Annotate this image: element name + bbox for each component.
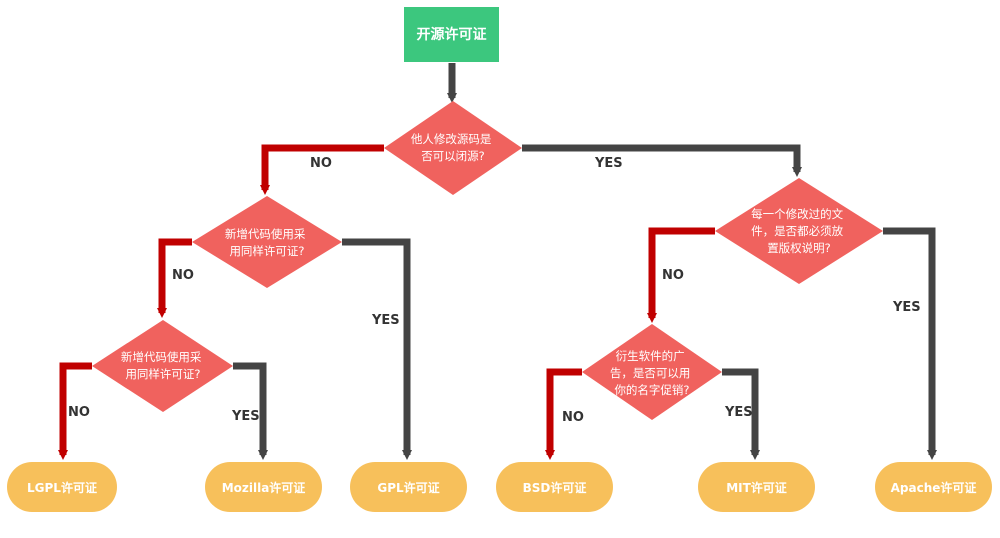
edge-d2-yes [342,238,412,460]
decision-d5-diamond [582,324,722,420]
terminal-bsd-label: BSD许可证 [523,480,587,495]
terminal-mit-pill [698,462,815,512]
decision-d4: 每一个修改过的文 件，是否都必须放 置版权说明? [715,178,883,284]
decision-d1: 他人修改源码是 否可以闭源? [384,101,522,195]
edge-label-d4-yes: YES [892,300,921,315]
edge-label-d2-no: NO [172,268,194,283]
decision-d5-line-2: 告，是否可以用 [610,366,691,380]
terminal-mit: MIT许可证 [698,462,815,512]
decision-d2-text: 新增代码使用采 用同样许可证? [225,227,309,258]
terminal-apache-pill [875,462,992,512]
edge-label-d3-yes: YES [231,409,260,424]
start-node: 开源许可证 [404,7,499,62]
terminal-mozilla: Mozilla许可证 [205,462,322,512]
edge-label-d4-no: NO [662,268,684,283]
edge-d1-yes [522,144,802,177]
decision-d4-text: 每一个修改过的文 件，是否都必须放 置版权说明? [751,207,847,255]
decision-d2-line-2: 用同样许可证? [229,244,304,258]
decision-d1-line-2: 否可以闭源? [421,149,485,163]
edge-label-d1-yes: YES [594,156,623,171]
terminal-apache-label: Apache许可证 [891,480,977,495]
edge-d5-no [545,368,582,460]
decision-d2-line-1: 新增代码使用采 [225,227,306,241]
terminal-mozilla-label: Mozilla许可证 [222,480,306,495]
edge-label-d5-yes: YES [724,405,753,420]
terminal-mit-label: MIT许可证 [726,480,787,495]
terminal-apache: Apache许可证 [875,462,992,512]
decision-d3: 新增代码使用采 用同样许可证? [92,320,233,412]
start-node-box [404,7,499,62]
edge-d4-yes [883,227,937,460]
edge-label-d3-no: NO [68,405,90,420]
edge-labels: NO YES NO YES NO YES NO YES NO YES [68,156,921,425]
decision-d4-line-1: 每一个修改过的文 [751,207,843,221]
decision-d5-text: 衍生软件的广 告，是否可以用 你的名字促销? [610,349,694,397]
decision-d2: 新增代码使用采 用同样许可证? [192,196,342,288]
terminal-gpl-pill [350,462,467,512]
decision-d5-line-1: 衍生软件的广 [616,349,685,363]
edge-d1-no [260,144,384,195]
decision-d1-line-1: 他人修改源码是 [411,132,492,146]
decision-d4-diamond [715,178,883,284]
edge-d5-yes [722,368,760,460]
decision-d4-line-2: 件，是否都必须放 [751,224,843,238]
edge-d4-no [647,227,715,323]
edge-label-d1-no: NO [310,156,332,171]
decision-d1-text: 他人修改源码是 否可以闭源? [411,132,495,163]
edge-d3-yes [233,362,268,460]
terminal-lgpl-label: LGPL许可证 [27,480,97,495]
edge-label-d5-no: NO [562,410,584,425]
start-node-label: 开源许可证 [417,26,487,43]
decision-d5: 衍生软件的广 告，是否可以用 你的名字促销? [582,324,722,420]
decision-d5-line-3: 你的名字促销? [614,383,689,397]
edge-d3-no [58,362,92,460]
decision-d3-line-1: 新增代码使用采 [121,350,202,364]
decision-d4-line-3: 置版权说明? [767,241,831,255]
terminal-lgpl-pill [7,462,117,512]
decision-d3-diamond [92,320,233,412]
terminal-bsd-pill [496,462,613,512]
edge-d2-no [157,238,192,318]
terminal-gpl-label: GPL许可证 [377,480,439,495]
terminal-gpl: GPL许可证 [350,462,467,512]
decision-d1-diamond [384,101,522,195]
terminal-mozilla-pill [205,462,322,512]
edge-label-d2-yes: YES [371,313,400,328]
decision-d2-diamond [192,196,342,288]
decision-d3-text: 新增代码使用采 用同样许可证? [121,350,205,381]
terminal-bsd: BSD许可证 [496,462,613,512]
terminal-lgpl: LGPL许可证 [7,462,117,512]
connectors [58,63,937,460]
decision-d3-line-2: 用同样许可证? [125,367,200,381]
